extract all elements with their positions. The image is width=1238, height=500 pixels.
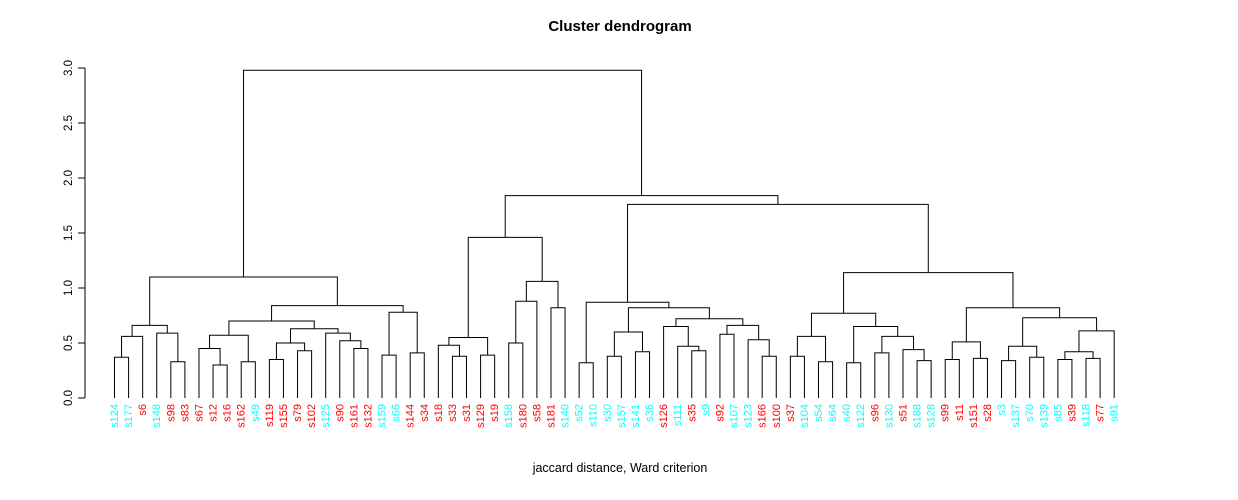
leaf-label: s155 (278, 404, 290, 428)
leaf-label: s79 (292, 404, 304, 422)
leaf-label: s64 (827, 404, 839, 422)
leaf-label: s118 (1081, 404, 1093, 427)
leaf-label: s35 (686, 404, 698, 422)
leaf-label: s111 (672, 404, 684, 426)
leaf-label: s9 (700, 404, 712, 416)
leaf-label: s129 (475, 404, 487, 428)
dendrogram-tree (114, 69, 1115, 398)
leaf-label: s140 (560, 404, 572, 428)
y-tick-label: 2.0 (63, 170, 75, 186)
leaf-label: s126 (658, 404, 670, 428)
leaf-label: s102 (306, 404, 318, 428)
leaf-label: s128 (926, 404, 938, 428)
leaf-label: s125 (320, 404, 332, 428)
leaf-label: s34 (419, 404, 431, 422)
leaf-label: s137 (1010, 404, 1022, 428)
leaf-label: s16 (222, 404, 234, 422)
leaf-label: s158 (503, 404, 515, 428)
leaf-label: s36 (644, 404, 656, 422)
leaf-label: s90 (334, 404, 346, 422)
leaf-label: s6 (137, 404, 149, 416)
leaf-label: s157 (616, 404, 628, 428)
leaf-label: s52 (574, 404, 586, 422)
x-axis-label: jaccard distance, Ward criterion (532, 461, 708, 475)
leaf-label: s33 (447, 404, 459, 422)
y-axis: 0.0 0.5 1.0 1.5 2.0 2.5 3.0 (63, 60, 86, 406)
leaf-label: s161 (348, 404, 360, 428)
dendrogram-links (114, 69, 1115, 398)
leaf-label: s51 (897, 404, 909, 422)
leaf-label: s99 (940, 404, 952, 422)
leaf-label: s98 (165, 404, 177, 422)
leaf-label: s91 (1109, 404, 1121, 422)
y-tick-label: 3.0 (63, 60, 75, 76)
leaf-label: s37 (785, 404, 797, 422)
leaf-label: s139 (1038, 404, 1050, 428)
leaf-label: s19 (489, 404, 501, 422)
leaf-label: s96 (869, 404, 881, 422)
y-tick-label: 0.0 (63, 390, 75, 406)
leaf-label: s30 (602, 404, 614, 422)
leaf-label: s18 (433, 404, 445, 422)
leaf-label: s144 (405, 404, 417, 428)
leaf-label: s92 (714, 404, 726, 422)
leaf-label: s70 (1024, 404, 1036, 422)
leaf-label: s67 (193, 404, 205, 422)
y-tick-label: 1.5 (63, 225, 75, 241)
leaf-label: s180 (517, 404, 529, 428)
leaf-label: s123 (743, 404, 755, 428)
leaf-label: s166 (757, 404, 769, 428)
leaf-label: s58 (531, 404, 543, 422)
leaf-label: s54 (813, 404, 825, 422)
leaf-label: s151 (968, 404, 980, 428)
y-tick-label: 0.5 (63, 335, 75, 351)
leaf-label: s12 (208, 404, 220, 422)
leaf-label: s159 (377, 404, 389, 428)
chart-title: Cluster dendrogram (548, 18, 691, 35)
leaf-label: s77 (1095, 404, 1107, 422)
leaf-label: s40 (841, 404, 853, 422)
leaf-label: s177 (123, 404, 135, 428)
leaf-label: s141 (630, 404, 642, 428)
leaf-label: s66 (391, 404, 403, 422)
leaf-label: s107 (729, 404, 741, 428)
leaf-label: s85 (1052, 404, 1064, 422)
leaf-label: s132 (362, 404, 374, 428)
leaf-label: s49 (250, 404, 262, 422)
leaf-label: s11 (954, 404, 966, 421)
y-tick-label: 1.0 (63, 280, 75, 296)
leaf-label: s83 (179, 404, 191, 422)
leaf-label: s188 (912, 404, 924, 428)
leaf-label: s39 (1066, 404, 1078, 422)
leaf-label: s3 (996, 404, 1008, 416)
leaf-label: s110 (588, 404, 600, 427)
leaf-label: s122 (855, 404, 867, 428)
leaf-label: s162 (236, 404, 248, 428)
leaf-label: s104 (799, 404, 811, 428)
leaf-label: s100 (771, 404, 783, 428)
y-tick-label: 2.5 (63, 115, 75, 131)
leaf-label: s124 (109, 404, 121, 428)
leaf-label: s148 (151, 404, 163, 428)
leaf-label: s181 (545, 404, 557, 428)
leaf-label: s28 (982, 404, 994, 422)
leaf-label: s119 (264, 404, 276, 427)
leaf-label: s130 (883, 404, 895, 428)
leaf-label: s31 (461, 404, 473, 422)
